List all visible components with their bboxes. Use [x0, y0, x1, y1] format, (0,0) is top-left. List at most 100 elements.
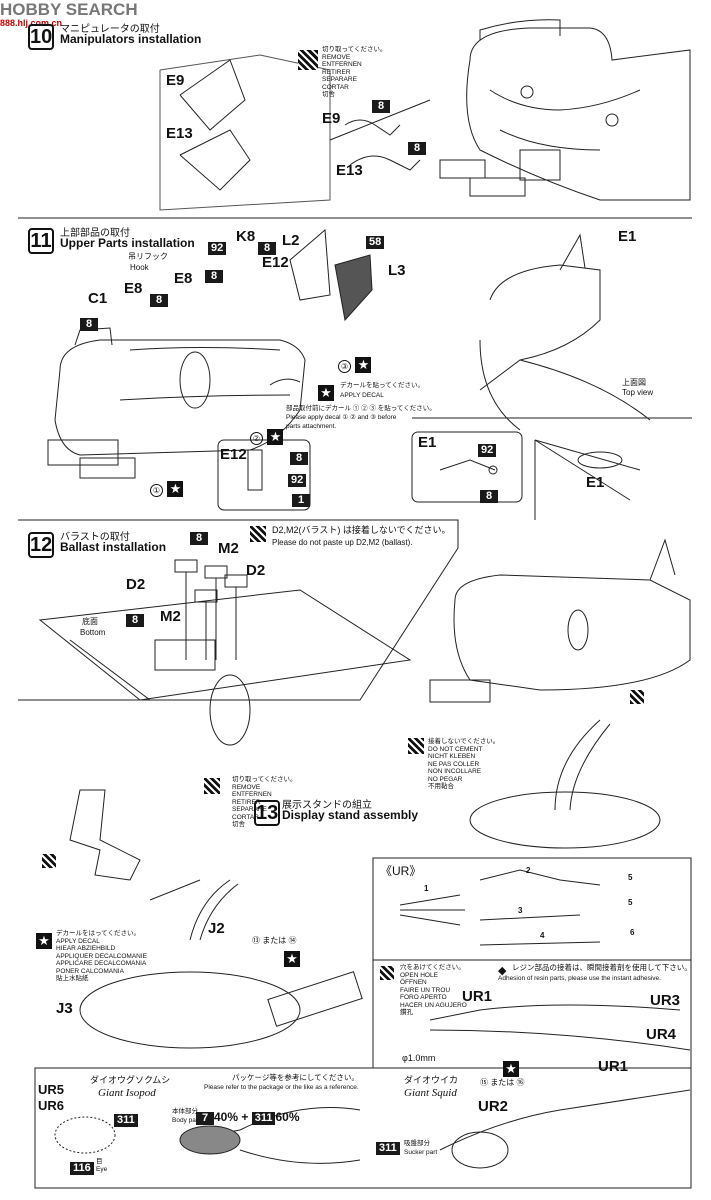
eye-jp: 目 — [96, 1158, 103, 1165]
paint-311-isopod: 311 — [114, 1110, 138, 1128]
part-l2: L2 — [282, 232, 300, 249]
paint-8-e12: 8 — [290, 448, 308, 466]
ur-num-3: 3 — [518, 906, 523, 915]
watermark-brand: HOBBY SEARCH — [0, 0, 138, 19]
paint-8-e9: 8 — [372, 96, 390, 114]
eye-en: Eye — [96, 1166, 108, 1173]
bottom-label-jp: 底面 — [82, 617, 98, 626]
paint-8-e8a: 8 — [150, 290, 168, 308]
part-k8: K8 — [236, 228, 256, 245]
step11-number: 11 — [28, 228, 54, 254]
part-l3: L3 — [388, 262, 406, 279]
bottom-label-en: Bottom — [80, 628, 106, 637]
no-paste-icon — [250, 526, 266, 547]
apply-decal-en: APPLY DECAL — [340, 392, 384, 399]
body-part-en: Body part — [172, 1117, 200, 1124]
ur-num-2: 2 — [526, 866, 531, 875]
squid-en: Giant Squid — [404, 1087, 457, 1099]
decal-note-en2: parts attachment. — [286, 423, 337, 430]
topview-en: Top view — [622, 388, 654, 397]
ballast-note-jp: D2,M2(バラスト) は接着しないでください。 — [272, 525, 451, 535]
decal-choice-13: ⑬ または ⑭ — [252, 936, 297, 945]
paint-92: 92 — [208, 238, 227, 256]
open-hole-icon — [380, 966, 394, 985]
part-e8-b: E8 — [174, 270, 193, 287]
part-m2-bottom: M2 — [160, 608, 181, 625]
step10-header: 10 — [28, 24, 58, 50]
isopod-jp: ダイオウグソクムシ — [90, 1075, 171, 1085]
decal-1-marker: ① ★ — [150, 480, 184, 498]
step10-title-en: Manipulators installation — [60, 32, 202, 46]
hook-label-en: Hook — [130, 263, 149, 272]
no-cement-icon-right — [630, 690, 644, 709]
step11-title-en: Upper Parts installation — [60, 236, 195, 250]
step10-title-jp: マニピュレータの取付 — [60, 24, 160, 35]
resin-note-jp: レジン部品の接着は、瞬間接着剤を使用して下さい。 — [512, 963, 692, 972]
part-c1: C1 — [88, 290, 108, 307]
part-e8-a: E8 — [124, 280, 143, 297]
step13-number: 13 — [254, 800, 280, 826]
ur-num-5a: 5 — [628, 873, 633, 882]
step13-header: 13 — [254, 800, 284, 826]
paint-311-sucker: 311 — [376, 1138, 400, 1156]
part-ur4: UR4 — [646, 1026, 677, 1043]
paint-8-k8: 8 — [258, 238, 276, 256]
paint-8-e8b: 8 — [205, 266, 223, 284]
ur-num-1: 1 — [424, 884, 429, 893]
paint-8-c1: 8 — [80, 314, 98, 332]
step13-title-jp: 展示スタンドの組立 — [282, 800, 372, 811]
decal-star-ur: ★ — [503, 1060, 519, 1078]
part-e13: E13 — [336, 162, 363, 179]
part-e1-inset: E1 — [418, 434, 437, 451]
decal-star-13b: ★ — [284, 950, 300, 968]
sucker-part-en: Sucker part — [404, 1149, 438, 1156]
part-e1-bottom: E1 — [586, 474, 605, 491]
step11-header: 11 — [28, 228, 58, 254]
part-e12-inset: E12 — [220, 446, 247, 463]
part-j2: J2 — [208, 920, 225, 937]
remove-icon-stand — [42, 854, 56, 873]
hook-label-jp: 吊リフック — [128, 252, 168, 261]
no-cement-icon — [408, 738, 424, 759]
part-ur3: UR3 — [650, 992, 681, 1009]
paint-58: 58 — [366, 232, 385, 250]
step12-title-en: Ballast installation — [60, 540, 167, 554]
paint-92-e12: 92 — [288, 470, 307, 488]
ur-num-4: 4 — [540, 931, 545, 940]
isopod-en: Giant Isopod — [98, 1087, 156, 1099]
decal-choice-ur: ⑮ または ⑯ — [480, 1078, 525, 1087]
part-ur1-a: UR1 — [462, 988, 493, 1005]
paint-8-e1: 8 — [480, 486, 498, 504]
decal-star-13: ★ — [36, 932, 52, 950]
body-part-jp: 本体部分 — [172, 1108, 198, 1115]
part-ur1-b: UR1 — [598, 1058, 629, 1075]
step10-number: 10 — [28, 24, 54, 50]
topview-jp: 上面図 — [622, 378, 646, 387]
part-e9: E9 — [322, 110, 341, 127]
step13-title-en: Display stand assembly — [282, 808, 419, 822]
paint-8-e13: 8 — [408, 138, 426, 156]
drill-size: φ1.0mm — [402, 1053, 436, 1063]
resin-note-en: Adhesion of resin parts, please use the … — [498, 975, 661, 982]
part-ur5: UR5 — [38, 1082, 65, 1097]
ur-title: 《UR》 — [380, 864, 422, 878]
ballast-note-en: Please do not paste up D2,M2 (ballast). — [272, 538, 413, 547]
resin-icon: ◆ — [498, 965, 507, 977]
remove-icon-13 — [204, 778, 220, 799]
part-e13-inset: E13 — [166, 125, 193, 142]
apply-decal-star: ★ — [318, 384, 334, 402]
sucker-part-jp: 吸盤部分 — [404, 1140, 430, 1147]
part-d2-right: D2 — [246, 562, 266, 579]
watermark-url: 888.hlj.com.cn — [0, 18, 63, 28]
part-j3: J3 — [56, 1000, 73, 1017]
remove-icon — [298, 50, 318, 75]
step12-number: 12 — [28, 532, 54, 558]
decal-note-jp: 部品取付前にデカール ① ② ③ を貼ってください。 — [286, 405, 436, 412]
paint-1-e12: 1 — [292, 490, 310, 508]
part-d2-left: D2 — [126, 576, 146, 593]
